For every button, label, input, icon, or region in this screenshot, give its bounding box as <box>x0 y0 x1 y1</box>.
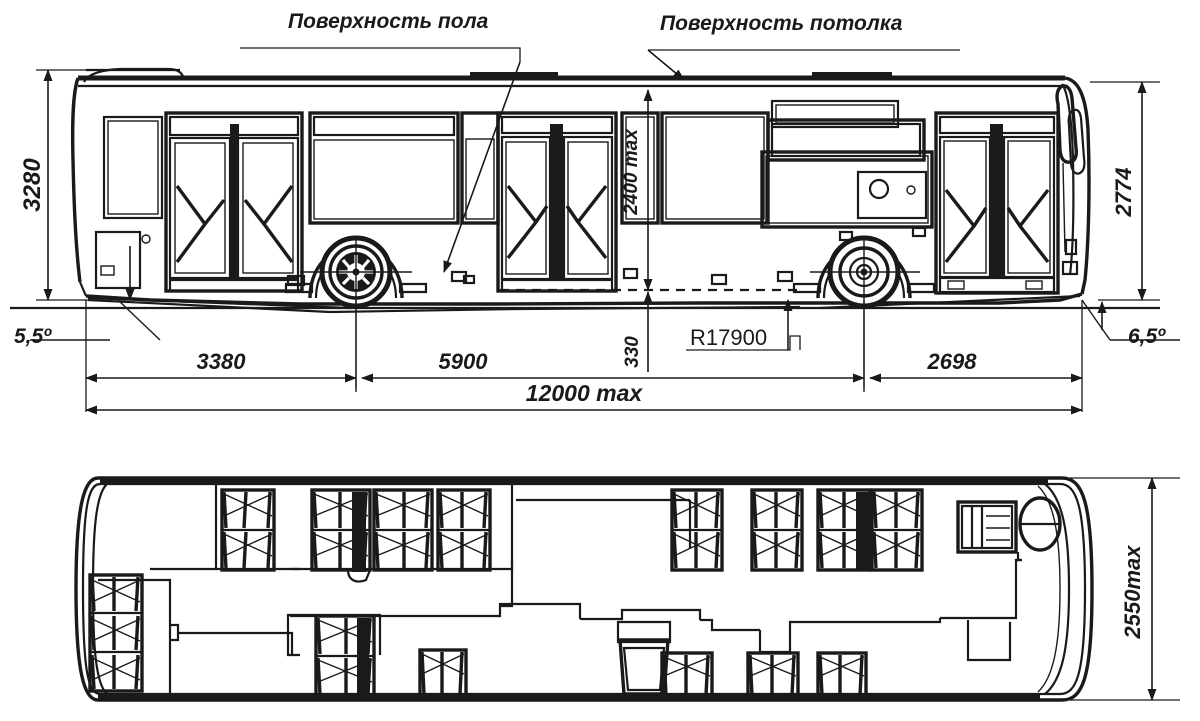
dim-overall-height-label: 3280 <box>19 158 46 212</box>
annotation-floor-surface-label: Поверхность пола <box>288 10 489 33</box>
angle-front-departure-label: 6,5º <box>1128 325 1166 348</box>
plan-body-outline <box>74 476 1094 702</box>
ground-and-angle-lines <box>10 294 1180 341</box>
seat-block <box>436 488 492 572</box>
dimension-front-height: 2774 <box>1090 81 1160 301</box>
service-hatch-front <box>856 170 928 220</box>
annotation-ceiling-surface-label: Поверхность потолка <box>660 12 903 35</box>
dim-front-overhang-label: 3380 <box>197 349 247 374</box>
door-rear <box>164 111 304 293</box>
seat-block <box>750 488 804 572</box>
dimension-chain-horizontal: 3380 5900 2698 12000 max <box>85 300 1083 415</box>
annotation-floor-surface: Поверхность пола <box>240 10 521 273</box>
window-centre-large <box>620 111 770 225</box>
seat-block <box>816 488 872 572</box>
seat-block <box>670 488 724 572</box>
seat-block <box>746 651 800 699</box>
seat-block <box>220 488 276 572</box>
seat-block <box>346 488 434 583</box>
angle-front-departure: 6,5º <box>1097 301 1166 348</box>
destination-sign-panels <box>760 99 934 229</box>
dimension-overall-height: 3280 <box>19 69 96 301</box>
dimension-interior-height: 2400 max <box>621 89 653 291</box>
angle-rear-approach: 5,5º <box>14 246 135 348</box>
dim-front-height-label: 2774 <box>1111 168 1136 218</box>
dim-interior-height-label: 2400 max <box>621 128 642 216</box>
dimension-floor-height: 330 <box>622 291 653 372</box>
roof-hatches <box>470 72 892 79</box>
seat-block <box>870 488 924 572</box>
rear-side-panels <box>94 115 164 290</box>
dimension-overall-width: 2550max <box>1070 477 1180 701</box>
seat-block <box>88 573 144 693</box>
angle-rear-approach-label: 5,5º <box>14 325 52 348</box>
dim-rear-overhang-label: 2698 <box>927 349 978 374</box>
driver-area <box>956 496 1062 562</box>
note-turning-radius-label: R17900 <box>690 325 767 350</box>
dim-overall-width-label: 2550max <box>1120 545 1145 640</box>
annotation-ceiling-surface: Поверхность потолка <box>647 12 960 81</box>
plan-interior-lower <box>98 558 1022 697</box>
plan-seats <box>88 488 924 699</box>
note-turning-radius: R17900 <box>686 299 801 351</box>
door-middle <box>496 111 618 293</box>
side-elevation-view: 3280 2774 2400 max 330 R17900 5,5º <box>10 10 1180 415</box>
dim-overall-length-label: 12000 max <box>526 380 644 406</box>
seat-block <box>418 648 468 698</box>
side-mirror <box>1055 84 1086 253</box>
driver-seat <box>616 620 672 696</box>
wheel-front <box>792 235 936 392</box>
seat-block <box>816 651 868 699</box>
seat-block <box>314 614 376 698</box>
dim-floor-height-label: 330 <box>622 336 643 368</box>
window-rear-large <box>308 111 460 225</box>
dim-wheelbase-label: 5900 <box>439 349 489 374</box>
seat-block <box>660 651 714 699</box>
door-front <box>934 111 1060 295</box>
plan-view: 2550max <box>74 476 1180 702</box>
